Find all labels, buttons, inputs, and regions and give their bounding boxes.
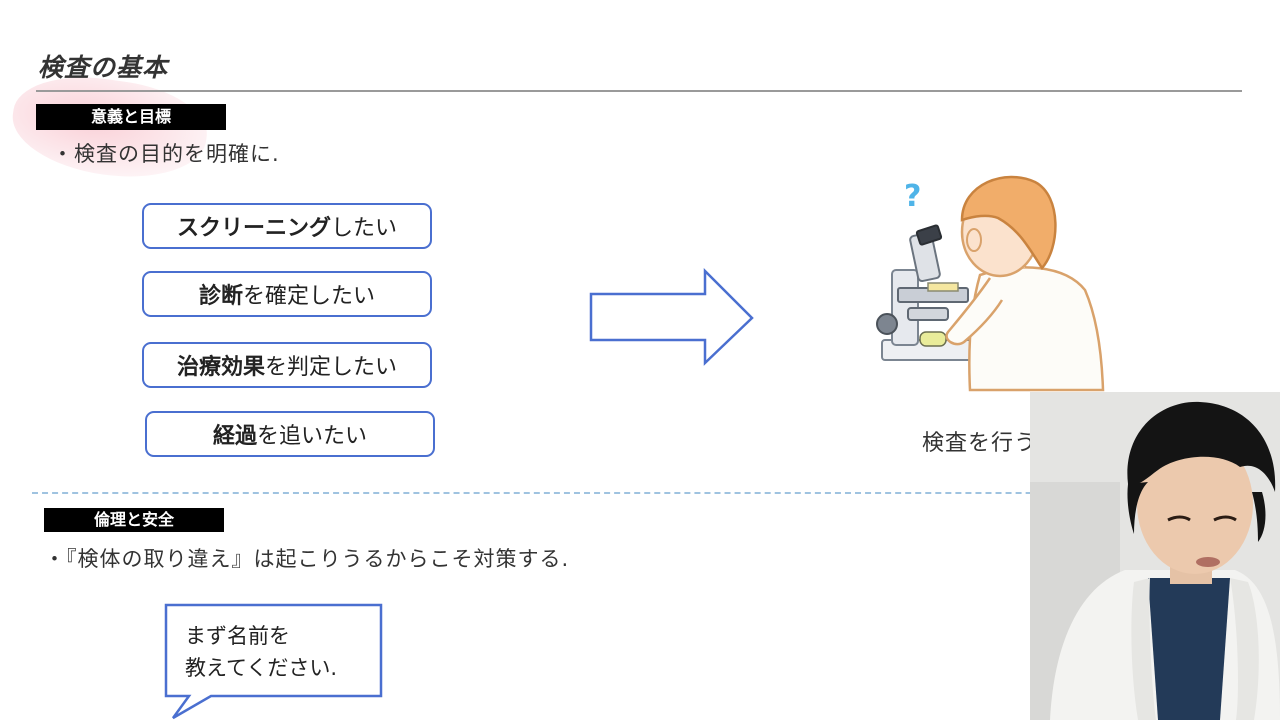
purpose-box-bold: 診断 [198, 284, 243, 309]
slide-title: 検査の基本 [38, 53, 169, 82]
presenter-image [1030, 392, 1280, 720]
caption-perform-test: 検査を行う. [922, 431, 1045, 456]
purpose-box-follow-up: 経過を追いたい [145, 411, 435, 457]
speech-bubble-line: 教えてください. [185, 656, 337, 680]
presenter-webcam-feed [1030, 392, 1280, 720]
purpose-box-rest: したい [331, 216, 398, 241]
section-label-ethics-safety: 倫理と安全 [44, 508, 224, 532]
purpose-box-bold: 治療効果 [176, 355, 265, 380]
section-label-significance: 意義と目標 [36, 104, 226, 130]
microscope-examiner-illustration: ? [876, 175, 1105, 392]
purpose-box-screening: スクリーニングしたい [142, 203, 432, 249]
section-divider [32, 492, 1132, 494]
speech-bubble [164, 603, 383, 720]
purpose-box-rest: を確定したい [243, 284, 376, 309]
bullet-specimen-mixup: ・『検体の取り違え』は起こりうるからこそ対策する. [44, 547, 570, 571]
right-arrow-icon [589, 268, 754, 366]
purpose-box-bold: 経過 [212, 424, 257, 449]
question-mark-icon: ? [904, 179, 921, 214]
purpose-box-bold: スクリーニング [176, 216, 331, 241]
title-underline [36, 90, 1242, 92]
speech-bubble-line: まず名前を [185, 624, 290, 648]
purpose-box-diagnosis: 診断を確定したい [142, 271, 432, 317]
purpose-box-rest: を追いたい [257, 424, 368, 449]
bullet-purpose: ・検査の目的を明確に. [52, 142, 280, 166]
purpose-box-treatment-effect: 治療効果を判定したい [142, 342, 432, 388]
purpose-box-rest: を判定したい [265, 355, 398, 380]
speech-bubble-text: まず名前を 教えてください. [185, 620, 337, 684]
